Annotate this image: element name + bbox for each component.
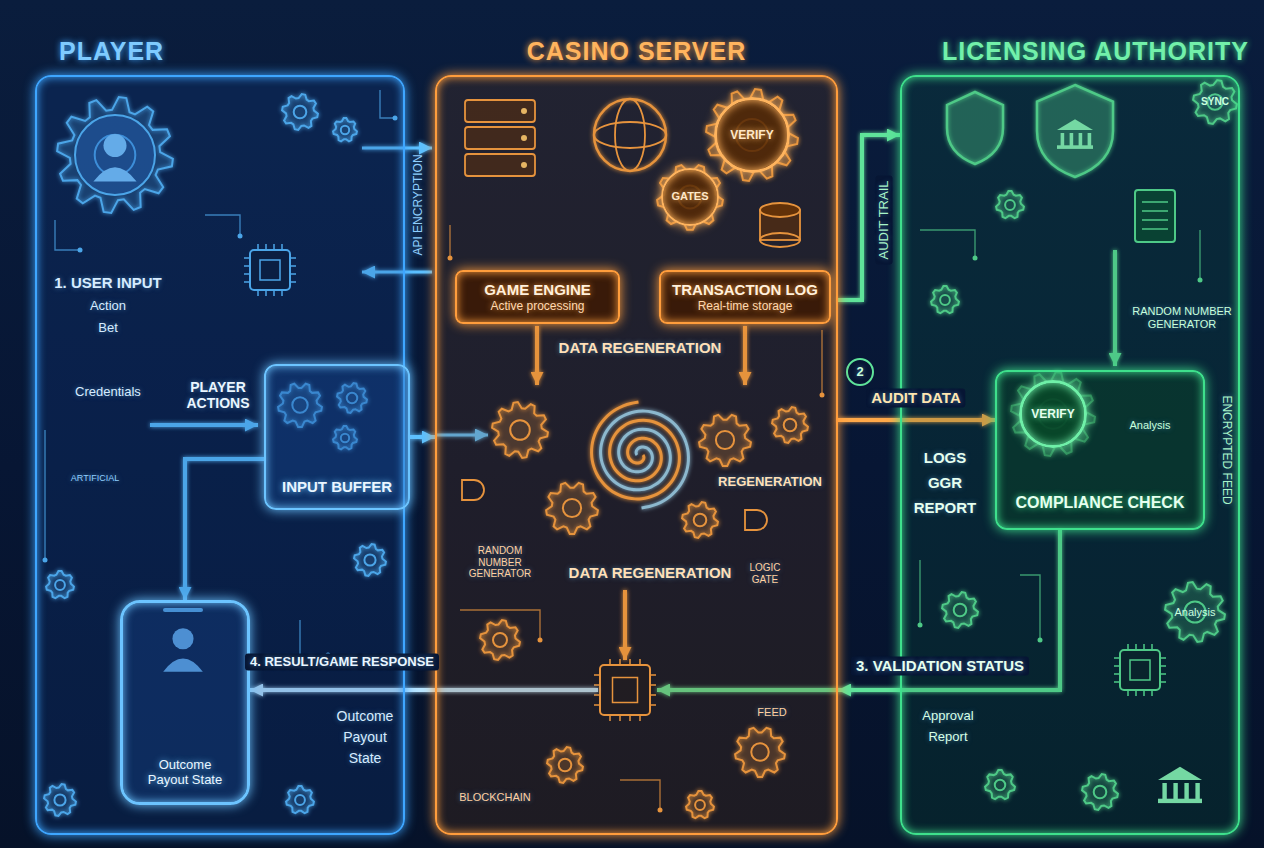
label-anchor: RANDOM NUMBER GENERATOR — [461, 545, 539, 580]
label-anchor: SYNC — [1201, 96, 1229, 108]
edge-label-anchor: 3. VALIDATION STATUS — [851, 656, 1029, 675]
data-item: GGR — [928, 474, 962, 491]
component-label: FEED — [757, 706, 786, 719]
process-box: GAME ENGINEActive processing — [455, 270, 620, 324]
edge-label: 4. RESULT/GAME RESPONSE — [245, 654, 439, 671]
node-text: GATES — [671, 190, 708, 203]
connector — [410, 435, 435, 439]
label-anchor: LOGIC GATE — [743, 562, 787, 585]
node-text: VERIFY — [1031, 407, 1074, 421]
label-anchor: Report — [928, 730, 967, 745]
node-text: Active processing — [490, 299, 584, 313]
label-anchor: RANDOM NUMBER GENERATOR — [1132, 305, 1232, 330]
label-anchor: 2 — [856, 365, 863, 380]
component-label: Analysis — [1130, 419, 1171, 432]
label-anchor: Credentials — [75, 385, 141, 400]
label-anchor: ARTIFICIAL — [71, 473, 119, 483]
swimlane-panel: CASINO SERVERVERIFYGATESGAME ENGINEActiv… — [435, 75, 838, 835]
phone-device: Outcome Payout State — [120, 600, 250, 805]
label-anchor: API ENCRYPTION — [412, 154, 426, 255]
edge-label: AUDIT DATA — [866, 388, 965, 407]
label-anchor: State — [349, 750, 382, 766]
data-item: Payout — [343, 729, 387, 745]
component-label: BLOCKCHAIN — [459, 791, 531, 804]
process-box: COMPLIANCE CHECK VERIFY — [995, 370, 1205, 530]
component-label: SYNC — [1201, 96, 1229, 108]
component-label: RANDOM NUMBER GENERATOR — [461, 545, 539, 580]
label-anchor: BLOCKCHAIN — [459, 791, 531, 804]
edge-label-anchor: AUDIT TRAIL — [876, 176, 893, 265]
storage-box: TRANSACTION LOGReal-time storage — [659, 270, 831, 324]
callout-circle — [847, 359, 873, 385]
swimlane-panel: PLAYERINPUT BUFFEROutcome Payout State — [35, 75, 405, 835]
label-anchor: FEED — [757, 706, 786, 719]
flow-label: PLAYER ACTIONS — [179, 379, 257, 411]
label-anchor: ENCRYPTED FEED — [1219, 395, 1233, 504]
panel-heading: CASINO SERVER — [437, 35, 836, 67]
channel-label: ENCRYPTED FEED — [1219, 395, 1233, 504]
process-label: REGENERATION — [718, 475, 822, 490]
component-label: Analysis — [1175, 606, 1216, 619]
node-text: COMPLIANCE CHECK — [1016, 493, 1185, 512]
node-text: VERIFY — [730, 128, 773, 142]
process-label: DATA REGENERATION — [569, 564, 732, 581]
edge-label: AUDIT TRAIL — [876, 176, 893, 265]
edge-label-anchor: AUDIT DATA — [866, 388, 965, 407]
step-label: 1. USER INPUT — [54, 274, 162, 291]
connector — [838, 135, 900, 300]
label-anchor: REPORT — [914, 499, 977, 516]
channel-label: API ENCRYPTION — [412, 154, 426, 255]
input-item: Credentials — [75, 385, 141, 400]
data-item: Approval — [922, 709, 973, 724]
label-anchor: LOGS — [924, 449, 967, 466]
node-text: GAME ENGINE — [484, 281, 591, 299]
label-anchor: Analysis — [1130, 419, 1171, 432]
panel-heading: PLAYER — [37, 35, 403, 67]
label-anchor: REGENERATION — [718, 475, 822, 490]
node-text: Real-time storage — [698, 299, 793, 313]
panel-heading: LICENSING AUTHORITY — [902, 35, 1238, 67]
input-item: Bet — [98, 321, 118, 336]
process-box: INPUT BUFFER — [264, 364, 410, 510]
swimlane-panel: LICENSING AUTHORITYCOMPLIANCE CHECKVERIF… — [900, 75, 1240, 835]
label-anchor: Analysis — [1175, 606, 1216, 619]
label-anchor: PLAYER ACTIONS — [179, 379, 257, 411]
gates-gear: GATES — [661, 168, 719, 226]
data-item: REPORT — [914, 499, 977, 516]
data-item: State — [349, 750, 382, 766]
label-anchor: Payout — [343, 729, 387, 745]
verify-gear: VERIFY — [1019, 380, 1087, 448]
component-label: LOGIC GATE — [743, 562, 787, 585]
edge-label-anchor: 4. RESULT/GAME RESPONSE — [245, 654, 439, 671]
node-text: TRANSACTION LOG — [672, 281, 818, 299]
label-anchor: 1. USER INPUT — [54, 274, 162, 291]
input-item: Action — [90, 299, 126, 314]
component-label: ARTIFICIAL — [71, 473, 119, 483]
label-anchor: DATA REGENERATION — [559, 339, 722, 356]
verify-gear: VERIFY — [714, 97, 790, 173]
label-anchor: Bet — [98, 321, 118, 336]
edge-label: 3. VALIDATION STATUS — [851, 656, 1029, 675]
label-anchor: Action — [90, 299, 126, 314]
node-text: Outcome Payout State — [143, 757, 227, 788]
process-label: DATA REGENERATION — [559, 339, 722, 356]
data-item: Report — [928, 730, 967, 745]
label-anchor: Approval — [922, 709, 973, 724]
node-text: INPUT BUFFER — [282, 478, 392, 496]
label-anchor: DATA REGENERATION — [569, 564, 732, 581]
label-anchor: Outcome — [337, 708, 394, 724]
label-anchor: GGR — [928, 474, 962, 491]
data-item: Outcome — [337, 708, 394, 724]
data-item: LOGS — [924, 449, 967, 466]
component-label: RANDOM NUMBER GENERATOR — [1132, 305, 1232, 330]
callout-number: 2 — [856, 365, 863, 380]
